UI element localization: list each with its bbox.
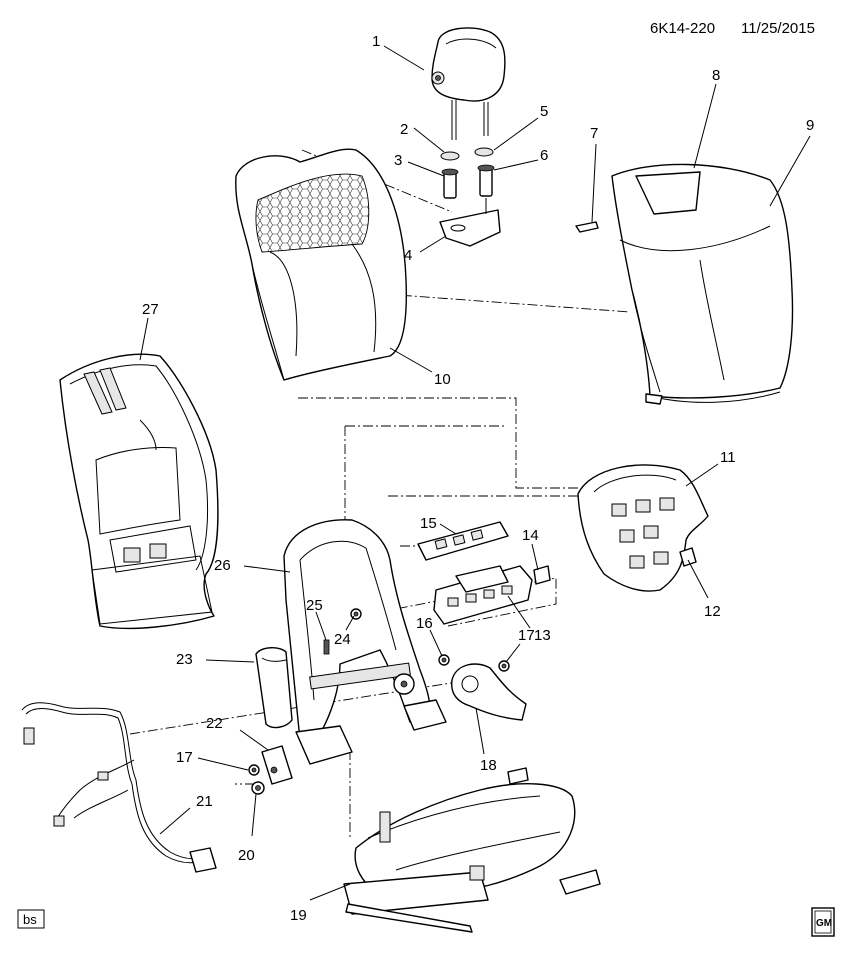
callout-8: 8 — [712, 67, 720, 84]
callout-17-right: 17 — [518, 627, 535, 644]
callout-10: 10 — [434, 371, 451, 388]
recliner-cover — [451, 663, 527, 721]
fasteners-upper — [248, 608, 510, 776]
control-module — [433, 565, 533, 625]
callout-2: 2 — [400, 121, 408, 138]
callout-12: 12 — [704, 603, 721, 620]
callout-6: 6 — [540, 147, 548, 164]
callout-4: 4 — [404, 247, 412, 264]
callout-labels: 1 2 3 4 5 6 7 8 9 10 11 12 13 14 15 16 1… — [142, 33, 814, 924]
svg-text:bs: bs — [23, 912, 37, 927]
callout-11: 11 — [720, 449, 736, 466]
callout-25: 25 — [306, 597, 323, 614]
headrest-guides — [439, 147, 501, 247]
seat-back-cushion — [235, 148, 408, 381]
callout-14: 14 — [522, 527, 539, 544]
callout-19: 19 — [290, 907, 307, 924]
wiring-harness — [21, 702, 217, 873]
callout-21: 21 — [196, 793, 213, 810]
callout-16: 16 — [416, 615, 433, 632]
callout-7: 7 — [590, 125, 598, 142]
seat-back-cover — [611, 163, 794, 405]
callout-9: 9 — [806, 117, 814, 134]
callout-5: 5 — [540, 103, 548, 120]
connector-clip — [533, 565, 551, 585]
leader-lines — [139, 45, 811, 901]
diagram-date: 11/25/2015 — [741, 20, 815, 37]
switch-bezel — [417, 521, 509, 561]
callout-1: 1 — [372, 33, 380, 50]
callout-26: 26 — [214, 557, 231, 574]
hinge-bracket — [261, 745, 293, 785]
callout-18: 18 — [480, 757, 497, 774]
callout-27: 27 — [142, 301, 159, 318]
callout-15: 15 — [420, 515, 437, 532]
diagram-id: 6K14-220 — [650, 20, 715, 37]
seat-back-frame — [283, 519, 447, 765]
side-airbag — [255, 647, 293, 729]
callout-13: 13 — [534, 627, 551, 644]
callout-24: 24 — [334, 631, 351, 648]
callout-22: 22 — [206, 715, 223, 732]
footer-badge-left: bs — [17, 909, 45, 929]
svg-text:GM: GM — [816, 918, 832, 929]
seat-back-module — [577, 464, 709, 592]
callout-23: 23 — [176, 651, 193, 668]
bushing — [251, 781, 265, 795]
seat-back-rear-panel — [59, 353, 219, 630]
headrest — [431, 27, 506, 140]
gm-logo: GM — [811, 907, 835, 937]
seat-cushion-adjuster — [343, 767, 601, 933]
callout-3: 3 — [394, 152, 402, 169]
callout-20: 20 — [238, 847, 255, 864]
callout-17-left: 17 — [176, 749, 193, 766]
